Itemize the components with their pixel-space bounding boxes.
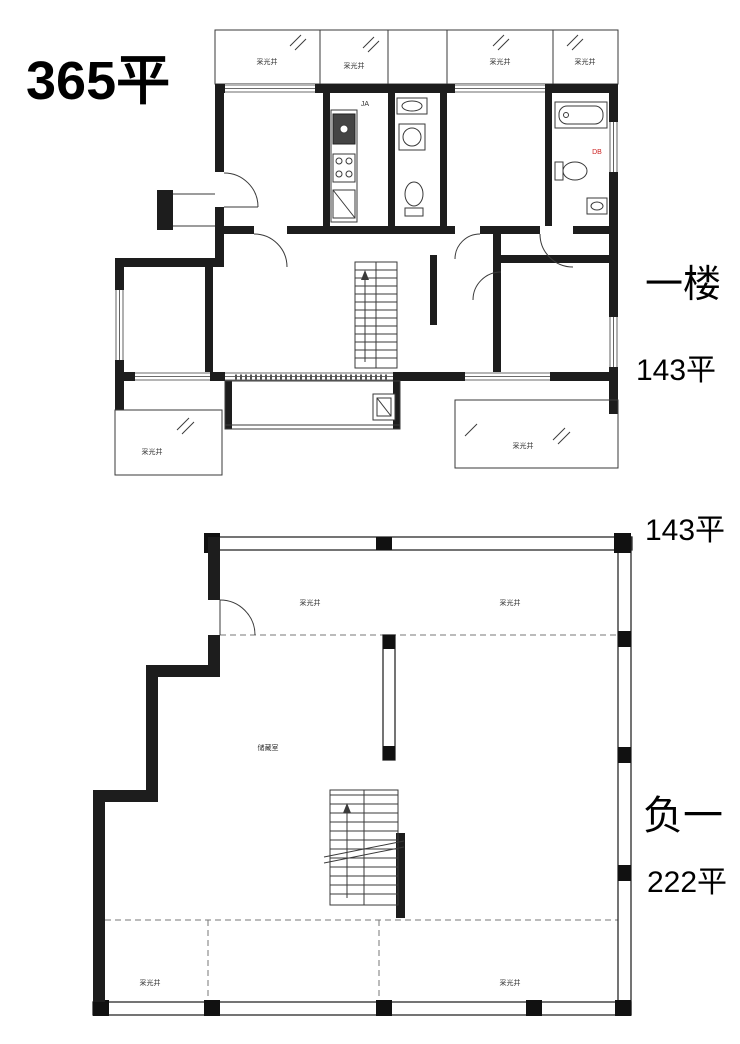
basement-area-label: 222平 xyxy=(647,866,728,899)
basement-name-label: 负一 xyxy=(643,794,723,838)
lightwell-label: 采光井 xyxy=(257,57,278,66)
floor1-plan: 采光井 采光井 采光井 采光井 xyxy=(114,29,619,476)
floor1-bathroom-2: DB xyxy=(554,101,608,215)
lightwell-label: 采光井 xyxy=(500,978,521,987)
lightwell-label: 采光井 xyxy=(344,61,365,70)
kitchen-stove xyxy=(332,153,356,183)
toilet xyxy=(554,161,564,181)
glass-marks-icon xyxy=(289,34,584,53)
floor1-doors xyxy=(223,172,574,301)
floor1-bathroom-1 xyxy=(396,97,428,217)
floor1-name-label: 一楼 xyxy=(645,264,722,306)
basement-labels: 采光井 采光井 采光井 采光井 储藏室 xyxy=(140,598,521,987)
floor1-area-label: 143平 xyxy=(636,354,717,387)
total-area-label: 365平 xyxy=(26,51,171,111)
basement-outer-walls xyxy=(92,536,633,1016)
floor1-lightwell-left: 采光井 xyxy=(114,409,223,476)
lightwell-label: 采光井 xyxy=(575,57,596,66)
lightwell-label: 采光井 xyxy=(500,598,521,607)
lightwell-label: 采光井 xyxy=(142,447,163,456)
basement-columns xyxy=(93,533,631,1016)
floor1-chimney-lines xyxy=(173,193,215,227)
lightwell-label: 采光井 xyxy=(513,441,534,450)
floor1-windows xyxy=(115,84,618,381)
basement-dashed-partitions xyxy=(105,634,618,1002)
floor1-kitchen: JA xyxy=(330,101,370,223)
kitchen-code-label: JA xyxy=(361,101,370,108)
lightwell-label: 采光井 xyxy=(140,978,161,987)
basement-stairs xyxy=(323,789,405,906)
floor1-lightwell-right: 采光井 xyxy=(454,399,619,469)
basement-left-walls xyxy=(93,537,220,1002)
floor2-area-label: 143平 xyxy=(645,514,726,547)
toilet xyxy=(404,207,424,217)
floor1-top-lightwells: 采光井 采光井 采光井 采光井 xyxy=(214,29,619,85)
storage-room-label: 储藏室 xyxy=(258,743,279,752)
lightwell-label: 采光井 xyxy=(490,57,511,66)
floor1-balcony xyxy=(224,374,401,430)
lightwell-label: 采光井 xyxy=(300,598,321,607)
floor1-stairs xyxy=(354,261,398,369)
basement-interior-wall xyxy=(382,634,405,918)
basement-door xyxy=(219,599,256,636)
washbasin xyxy=(396,97,428,115)
fixture-code-label: DB xyxy=(592,149,602,156)
basement-plan: 采光井 采光井 采光井 采光井 储藏室 xyxy=(92,533,633,1016)
washbasin xyxy=(586,197,608,215)
